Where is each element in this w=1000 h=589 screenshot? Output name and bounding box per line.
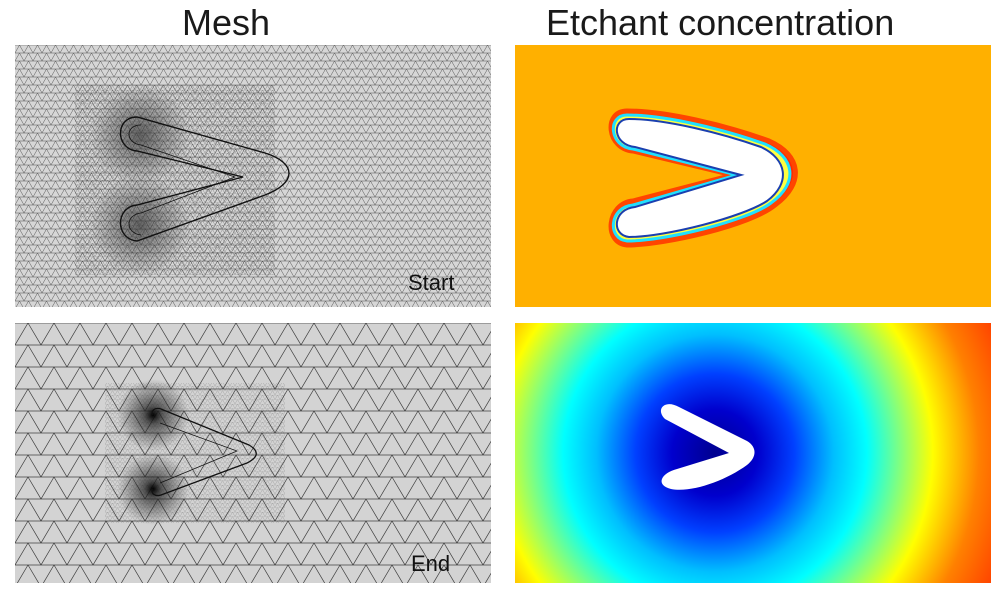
concentration-end-image: [515, 323, 991, 583]
cavity-outline: [120, 116, 290, 242]
concentration-column-heading: Etchant concentration: [546, 2, 895, 43]
concentration-start-image: [515, 45, 991, 307]
cavity-shape: [660, 404, 755, 490]
cavity-outline: [151, 407, 257, 497]
refinement-zone: [105, 379, 285, 525]
concentration-end-panel: [515, 323, 991, 583]
mesh-column-heading: Mesh: [182, 2, 271, 43]
end-label: End: [411, 551, 451, 576]
concentration-start-panel: [515, 45, 991, 307]
mesh-end-image: [15, 323, 491, 583]
mesh-start-panel: [15, 45, 491, 307]
mesh-end-panel: [15, 323, 491, 583]
cavity-shape: [608, 108, 798, 248]
refinement-zone: [75, 85, 275, 275]
start-label: Start: [408, 270, 455, 295]
mesh-start-image: [15, 45, 491, 307]
